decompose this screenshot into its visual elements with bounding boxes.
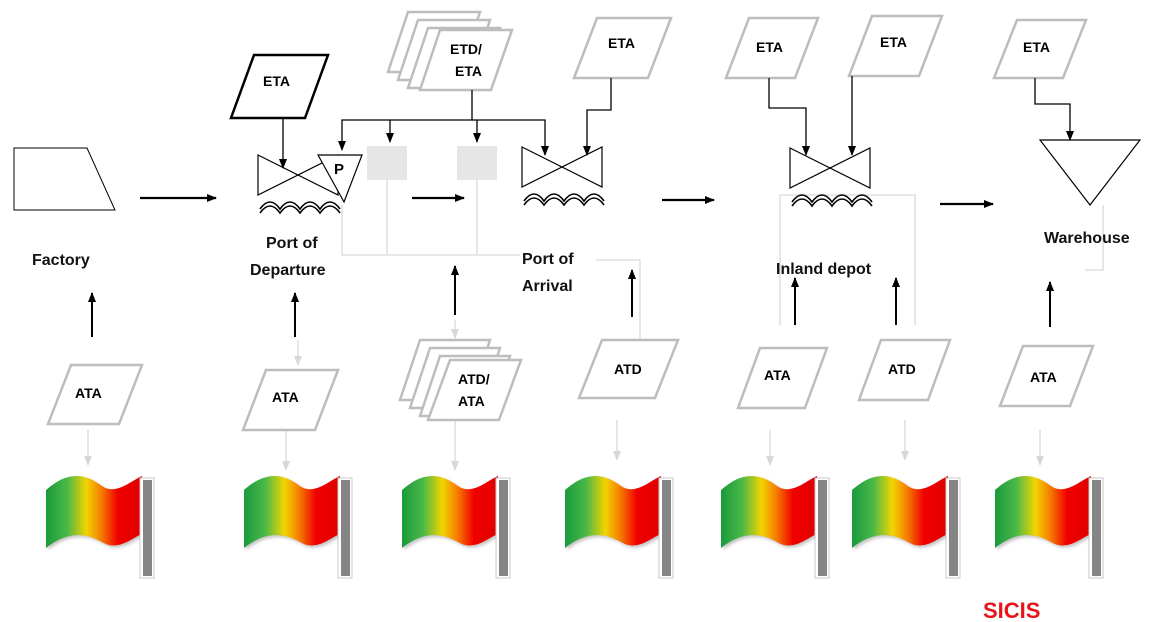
ata-factory-text: ATA <box>75 385 102 401</box>
ata-departure-text: ATA <box>272 389 299 405</box>
eta-warehouse-box <box>992 18 1088 80</box>
status-flag-icon <box>46 476 154 578</box>
eta-depot-1-text: ETA <box>756 39 783 55</box>
eta-arrival-box <box>572 16 673 80</box>
flow-arrows <box>140 194 994 208</box>
atd-arrival-box <box>577 338 680 400</box>
etd-eta-text-line2: ETA <box>455 63 482 79</box>
grey-connectors <box>84 180 1104 471</box>
port-of-departure-label-line2: Departure <box>250 262 326 279</box>
factory-shape <box>13 147 116 211</box>
eta-departure-box <box>229 53 330 120</box>
ata-departure-box <box>241 368 340 432</box>
atd-depot-box <box>857 338 952 402</box>
ata-depot-text: ATA <box>764 367 791 383</box>
eta-warehouse-text: ETA <box>1023 39 1050 55</box>
status-flag-icon <box>244 476 352 578</box>
ata-factory-box <box>46 363 144 426</box>
factory-label: Factory <box>32 252 90 269</box>
inland-depot-valve-icon <box>789 147 873 207</box>
eta-depot-1-box <box>724 16 820 80</box>
inland-depot-label: Inland depot <box>776 261 872 278</box>
port-of-arrival-valve-icon <box>521 146 605 206</box>
port-of-arrival-label-line1: Port of <box>522 251 574 268</box>
ata-depot-box <box>736 346 829 410</box>
eta-arrival-text: ETA <box>608 35 635 51</box>
atd-ata-text-line1: ATD/ <box>458 371 490 387</box>
status-flag-icon <box>402 476 510 578</box>
warehouse-label: Warehouse <box>1044 230 1130 247</box>
ata-warehouse-box <box>998 344 1095 408</box>
eta-depot-2-box <box>847 14 944 78</box>
warehouse-shape <box>1038 139 1142 206</box>
etd-eta-stack <box>386 10 514 92</box>
event-square-2 <box>457 146 497 180</box>
etd-eta-text-line1: ETD/ <box>450 41 482 57</box>
port-of-arrival-label-line2: Arrival <box>522 278 573 295</box>
atd-arrival-text: ATD <box>614 361 642 377</box>
status-flag-icon <box>852 476 960 578</box>
eta-departure-text: ETA <box>263 73 290 89</box>
status-flag-icon <box>995 476 1103 578</box>
port-of-departure-label-line1: Port of <box>266 235 318 252</box>
sicis-logo: SICIS <box>983 598 1040 622</box>
port-marker: P <box>334 161 344 178</box>
ata-warehouse-text: ATA <box>1030 369 1057 385</box>
eta-depot-2-text: ETA <box>880 34 907 50</box>
status-flag-icon <box>565 476 673 578</box>
atd-ata-box <box>426 358 523 422</box>
port-triangle-icon <box>316 154 363 204</box>
event-square-1 <box>367 146 407 180</box>
atd-depot-text: ATD <box>888 361 916 377</box>
atd-ata-text-line2: ATA <box>458 393 485 409</box>
status-flag-icon <box>721 476 829 578</box>
upward-arrows <box>88 265 1054 337</box>
